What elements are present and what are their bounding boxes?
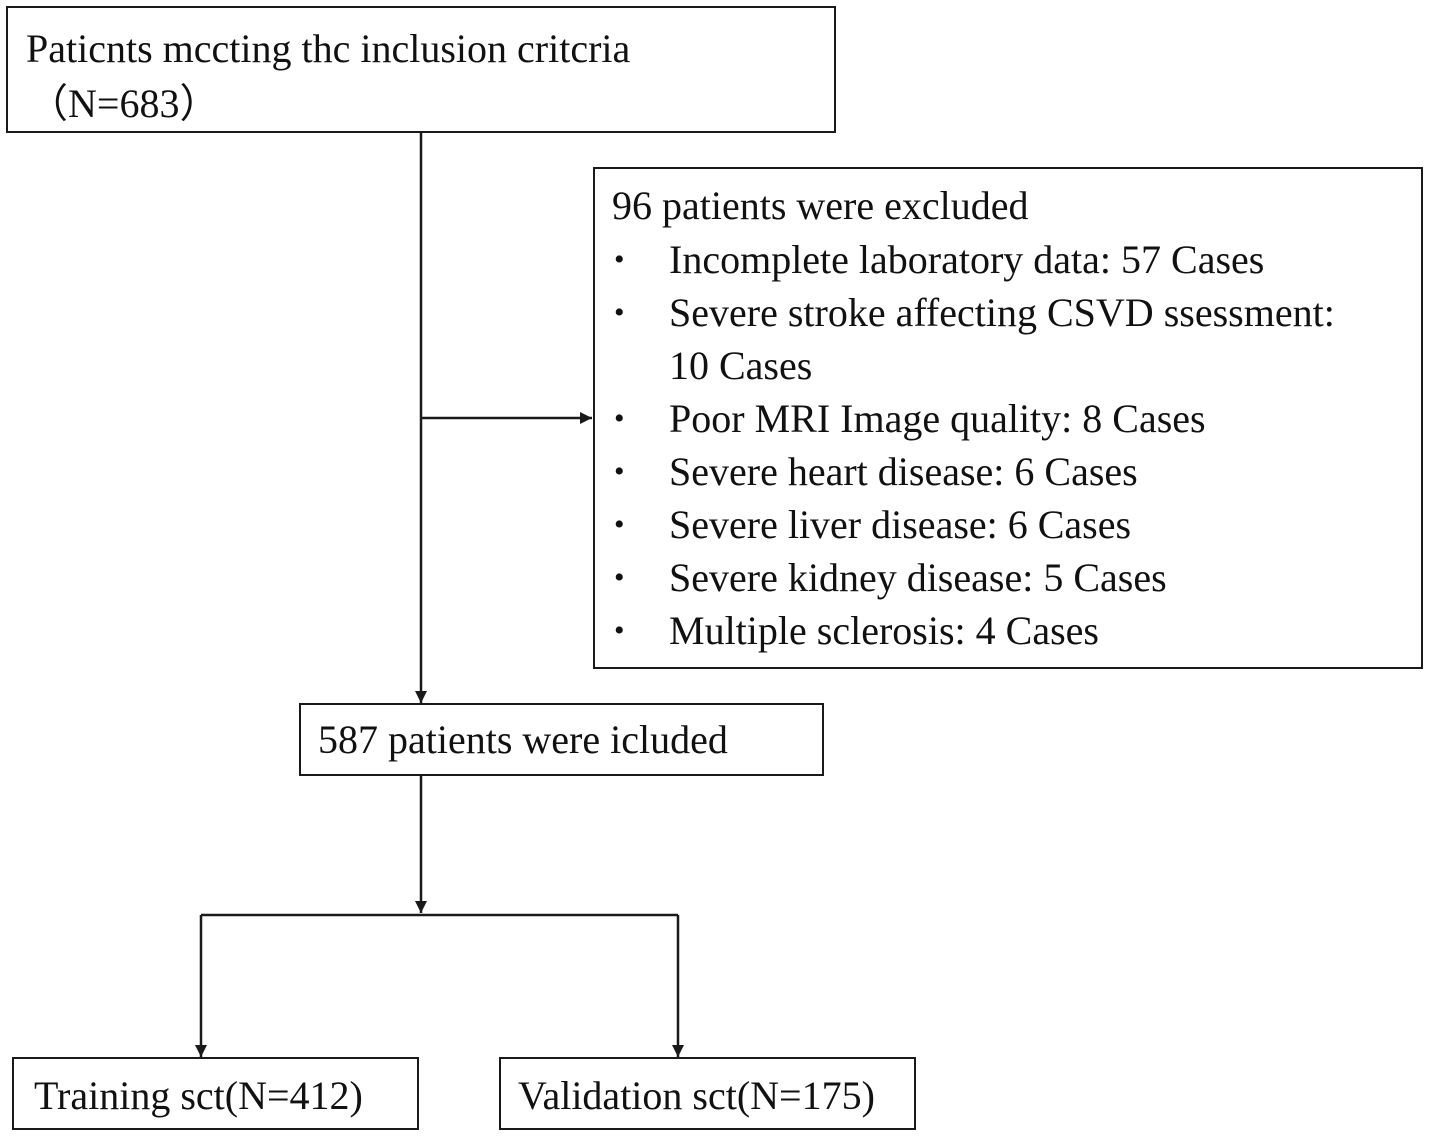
excluded-item: Severe heart disease: 6 Cases [669,449,1138,494]
excluded-title: 96 patients were excluded [612,183,1029,228]
bullet-icon: • [614,402,625,435]
excluded-item: Multiple sclerosis: 4 Cases [669,608,1099,653]
inclusion-criteria-count: （N=683） [28,81,220,126]
excluded-item: Severe stroke affecting CSVD ssessment: [669,290,1335,335]
excluded-item: Severe kidney disease: 5 Cases [669,555,1167,600]
inclusion-criteria-box: Paticnts mccting thc inclusion critcria … [6,6,836,133]
excluded-item-continuation: 10 Cases [669,343,813,388]
excluded-item: Incomplete laboratory data: 57 Cases [669,237,1265,282]
excluded-item: Poor MRI Image quality: 8 Cases [669,396,1206,441]
excluded-patients-box: 96 patients were excluded • Incomplete l… [593,167,1423,669]
bullet-icon: • [614,614,625,647]
included-label: 587 patients were icluded [318,717,728,762]
validation-set-box: Validation sct(N=175) [499,1057,916,1130]
validation-set-label: Validation sct(N=175) [518,1073,875,1118]
training-set-label: Training sct(N=412) [34,1073,363,1118]
bullet-icon: • [614,561,625,594]
excluded-item: Severe liver disease: 6 Cases [669,502,1132,547]
training-set-box: Training sct(N=412) [12,1057,419,1130]
included-patients-box: 587 patients were icluded [299,703,824,776]
bullet-icon: • [614,455,625,488]
bullet-icon: • [614,296,625,329]
bullet-icon: • [614,243,625,276]
inclusion-criteria-line1: Paticnts mccting thc inclusion critcria [26,26,631,71]
bullet-icon: • [614,508,625,541]
